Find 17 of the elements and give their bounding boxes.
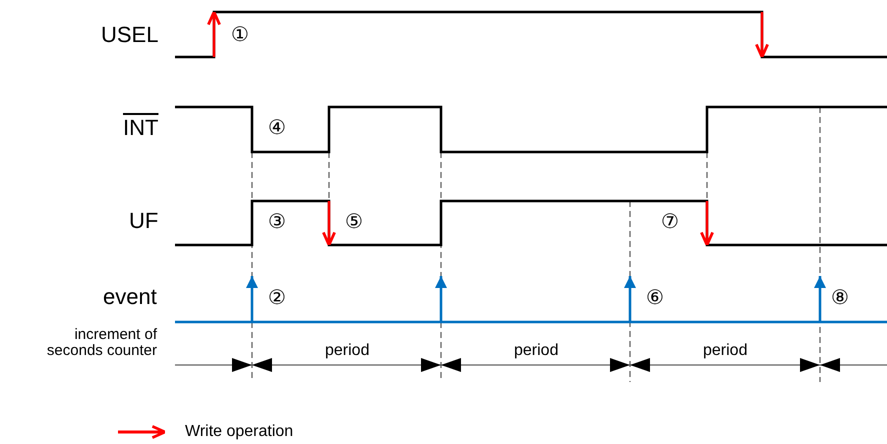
callout-number: ① — [231, 24, 249, 46]
callout-number: ③ — [268, 211, 286, 233]
callout-number: ⑤ — [345, 211, 363, 233]
signal-label: USEL — [101, 23, 158, 48]
signal-label: event — [103, 285, 157, 310]
signal-label: increment of seconds counter — [46, 326, 157, 360]
callout-number: ⑥ — [646, 287, 664, 309]
callout-number: ⑦ — [661, 211, 679, 233]
callout-number: ⑧ — [831, 287, 849, 309]
legend-label: Write operation — [185, 423, 294, 441]
signal-label: UF — [129, 209, 158, 234]
dimension-label: period — [325, 342, 370, 360]
dimension-label: period — [514, 342, 558, 360]
signal-label: INT — [123, 116, 158, 140]
dimension-label: period — [703, 342, 748, 360]
callout-number: ④ — [268, 117, 286, 139]
callout-number: ② — [268, 287, 286, 309]
